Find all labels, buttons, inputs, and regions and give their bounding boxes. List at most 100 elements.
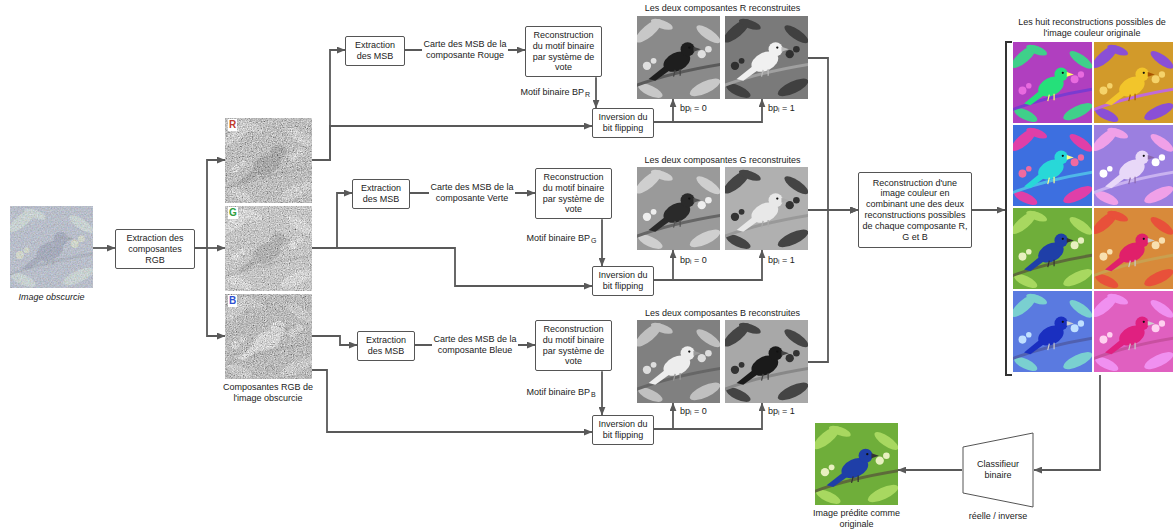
bit-label: bpᵢ = 0 <box>680 103 707 114</box>
image-node: bpᵢ = 1 <box>725 16 808 99</box>
box-text: Extraction des MSB <box>360 335 412 357</box>
box-text: Extraction des MSB <box>348 40 402 62</box>
channel-letter: G <box>228 207 238 219</box>
connector-arrow <box>654 99 762 122</box>
connector-arrow <box>601 371 603 415</box>
edge-label: Motif binaire BP <box>525 233 591 244</box>
box-text: Reconstruction d'une image couleur en co… <box>861 178 969 243</box>
connector-arrow <box>808 210 858 362</box>
color-bird <box>810 423 901 507</box>
image-node: Image prédite comme originale <box>815 423 898 505</box>
caption: Image prédite comme originale <box>805 508 908 530</box>
channel-letter: R <box>228 119 237 131</box>
gray-bird <box>632 167 723 252</box>
gray-bird <box>720 320 811 405</box>
connector-arrow <box>654 250 673 280</box>
component-image: R <box>225 118 312 203</box>
connector-arrow <box>654 99 673 122</box>
color-bird <box>1008 42 1094 125</box>
image-node: bpᵢ = 1 <box>725 167 808 250</box>
process-box: Reconstruction d'une image couleur en co… <box>858 172 972 248</box>
bit-label: bpᵢ = 1 <box>768 406 795 417</box>
image-node: bpᵢ = 0 <box>637 320 720 403</box>
process-box: Extraction des composantes RGB <box>115 229 195 269</box>
subscript-label: R <box>585 91 590 99</box>
edge-label: Motif binaire BP <box>525 387 591 398</box>
color-bird <box>1089 125 1173 208</box>
box-text: réelle / inverse <box>948 511 1048 522</box>
gray-bird <box>720 16 811 101</box>
edge-label: Carte des MSB de la composante Bleue <box>432 334 518 356</box>
connector-arrow <box>312 248 592 286</box>
bracket <box>1006 42 1012 375</box>
process-box: Reconstruction du motif binaire par syst… <box>525 26 602 77</box>
box-text: Reconstruction du motif binaire par syst… <box>538 324 609 367</box>
connector-arrow <box>312 50 345 160</box>
connector-arrow <box>654 403 673 429</box>
subscript-label: G <box>591 237 596 245</box>
connector-arrow <box>93 247 115 249</box>
connector-arrow <box>312 126 592 160</box>
bit-label: bpᵢ = 1 <box>768 255 795 266</box>
process-box: Inversion du bit flipping <box>592 108 654 138</box>
box-text: Reconstruction du motif binaire par syst… <box>538 172 609 215</box>
bird-ghost <box>220 294 315 381</box>
process-box: Reconstruction du motif binaire par syst… <box>535 320 612 371</box>
channel-letter: B <box>228 295 237 307</box>
box-text: Inversion du bit flipping <box>595 270 651 292</box>
gray-bird <box>632 320 723 405</box>
connector-arrow <box>808 58 858 210</box>
box-text: Extraction des MSB <box>355 183 407 205</box>
edge-label: Carte des MSB de la composante Verte <box>429 182 515 204</box>
connector-arrow <box>601 219 603 266</box>
process-box: Extraction des MSB <box>357 331 415 361</box>
connector-arrow <box>972 209 1005 211</box>
process-box: Extraction des MSB <box>352 179 410 209</box>
bird-ghost <box>5 206 96 290</box>
box-text: Reconstruction du motif binaire par syst… <box>528 30 599 73</box>
image-node: Image obscurcie <box>10 206 93 288</box>
box-text: Inversion du bit flipping <box>595 419 651 441</box>
color-bird <box>1089 291 1173 374</box>
gray-bird <box>720 167 811 252</box>
connector-arrow <box>312 193 352 248</box>
classifier-trapezoid: Classifieur binaireréelle / inverse <box>962 432 1034 508</box>
color-bird <box>1089 42 1173 125</box>
caption: Image obscurcie <box>2 292 101 303</box>
color-bird <box>1089 208 1173 291</box>
grid-heading: Les huit reconstructions possibles de l'… <box>1011 17 1173 39</box>
edge-label: Carte des MSB de la composante Rouge <box>422 39 508 61</box>
trapezoid-shape <box>963 433 1033 507</box>
bit-label: bpᵢ = 1 <box>768 103 795 114</box>
bird-ghost <box>220 118 315 205</box>
box-text: Classifieur binaire <box>970 459 1026 481</box>
color-bird <box>1008 125 1094 208</box>
box-text: Extraction des composantes RGB <box>118 233 192 265</box>
color-bird <box>1008 208 1094 291</box>
bird-ghost <box>220 206 315 293</box>
connector-arrow <box>898 469 962 471</box>
heading-label: Les deux composantes B reconstruites <box>637 308 808 319</box>
process-box: Inversion du bit flipping <box>592 266 654 296</box>
subscript-label: B <box>591 391 596 399</box>
gray-bird <box>632 16 723 101</box>
connector-arrow <box>312 370 592 432</box>
heading-label: Les deux composantes R reconstruites <box>637 3 808 14</box>
bit-label: bpᵢ = 0 <box>680 406 707 417</box>
image-node: bpᵢ = 0 <box>637 16 720 99</box>
connector-arrow <box>195 160 225 248</box>
connector-arrow <box>595 77 597 108</box>
connector-arrow <box>1034 375 1100 470</box>
heading-label: Composantes RGB de l'image obscurcie <box>218 382 318 404</box>
box-text: Inversion du bit flipping <box>595 112 651 134</box>
connector-arrow <box>312 336 357 345</box>
bit-label: bpᵢ = 0 <box>680 255 707 266</box>
process-box: Extraction des MSB <box>345 36 405 66</box>
heading-label: Les deux composantes G reconstruites <box>637 155 808 166</box>
component-image: G <box>225 206 312 291</box>
connector-arrow <box>654 403 762 429</box>
process-box: Reconstruction du motif binaire par syst… <box>535 168 612 219</box>
process-box: Inversion du bit flipping <box>592 415 654 445</box>
connector-arrow <box>195 248 225 336</box>
